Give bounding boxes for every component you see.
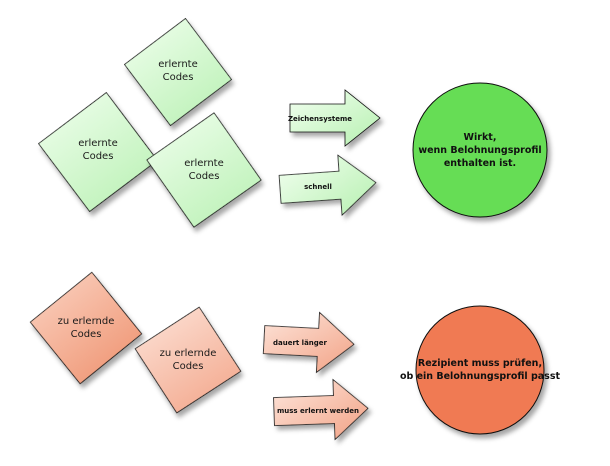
- bottom-diamond-1-line2: Codes: [71, 329, 102, 340]
- bottom-diamond-2: zu erlernde Codes: [134, 306, 242, 414]
- top-circle-line3: enthalten ist.: [444, 158, 516, 169]
- top-diamond-1-line2: Codes: [163, 72, 194, 83]
- top-diamond-2-line1: erlernte: [78, 138, 118, 149]
- top-arrow-1-label: Zeichensysteme: [288, 115, 352, 123]
- bottom-arrow-2: muss erlernt werden: [273, 378, 369, 441]
- bottom-diamond-1-line1: zu erlernde: [58, 316, 115, 327]
- bottom-circle-line1: Rezipient muss prüfen,: [418, 358, 542, 369]
- top-circle-line1: Wirkt,: [464, 132, 497, 143]
- top-diamond-3-line2: Codes: [189, 171, 220, 182]
- top-diamond-3-line1: erlernte: [184, 158, 224, 169]
- top-diamond-1: erlernte Codes: [123, 17, 233, 127]
- top-diamond-1-line1: erlernte: [158, 59, 198, 70]
- top-diamond-2-line2: Codes: [83, 151, 114, 162]
- bottom-circle-line2: ob ein Belohnungsprofil passt: [400, 371, 561, 382]
- top-arrow-2: schnell: [278, 154, 377, 216]
- top-diamond-3: erlernte Codes: [146, 112, 262, 228]
- top-circle-line2: wenn Belohnungsprofil: [418, 145, 541, 156]
- top-diamond-2: erlernte Codes: [38, 92, 158, 212]
- top-arrow-2-label: schnell: [304, 183, 332, 191]
- bottom-arrow-2-label: muss erlernt werden: [277, 407, 359, 415]
- bottom-diamond-2-line1: zu erlernde: [160, 348, 217, 359]
- bottom-arrow-1: dauert länger: [262, 311, 355, 374]
- top-arrow-1: Zeichensysteme: [288, 89, 381, 147]
- top-circle: Wirkt, wenn Belohnungsprofil enthalten i…: [412, 82, 548, 218]
- bottom-arrow-1-label: dauert länger: [273, 339, 328, 347]
- bottom-diamond-1: zu erlernde Codes: [29, 271, 143, 385]
- bottom-diamond-2-line2: Codes: [173, 361, 204, 372]
- bottom-circle: Rezipient muss prüfen, ob ein Belohnungs…: [400, 305, 561, 435]
